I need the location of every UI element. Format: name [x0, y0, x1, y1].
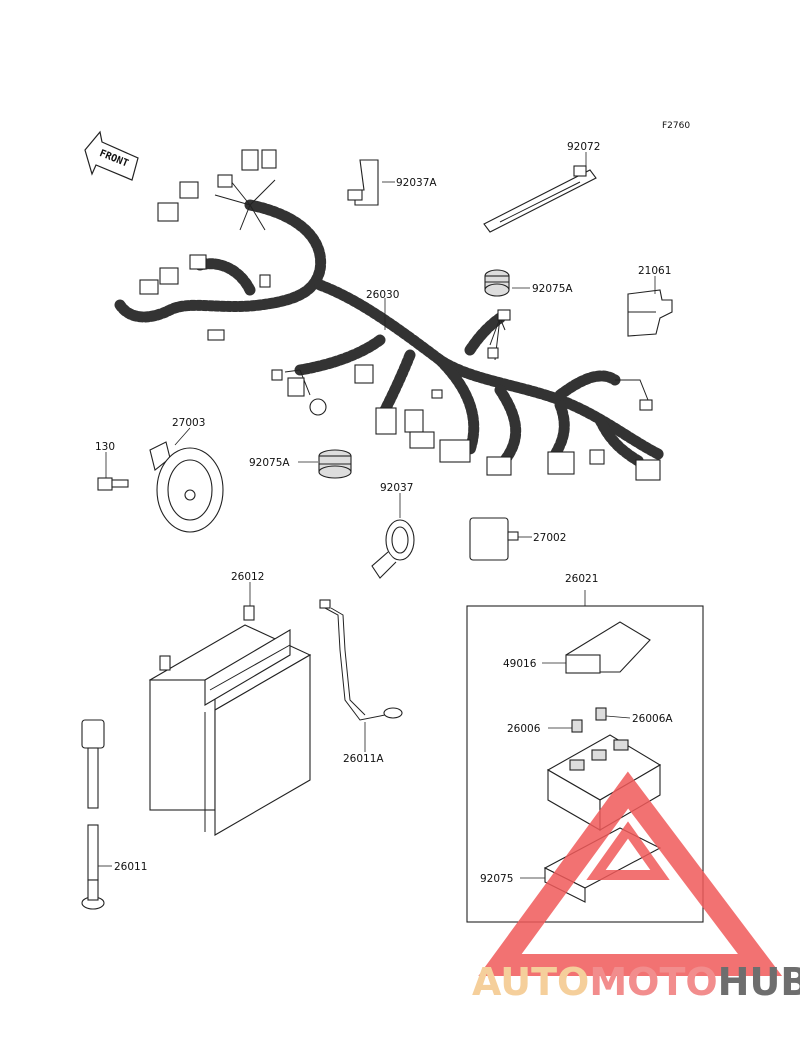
label-92075a-mid: 92075A: [249, 457, 290, 469]
label-26011a: 26011A: [343, 753, 384, 765]
fuse-26006: [571, 719, 583, 733]
relay-27002: [469, 517, 519, 561]
label-21061: 21061: [638, 265, 671, 277]
label-130: 130: [95, 441, 115, 453]
cable-26011: [81, 719, 105, 910]
band-92072: [483, 165, 597, 233]
svg-text:AUTOMOTOHUB: AUTOMOTOHUB: [472, 960, 800, 1004]
watermark-logo: AUTOMOTOHUB: [472, 771, 800, 1004]
label-92075a-top: 92075A: [532, 283, 573, 295]
label-49016: 49016: [503, 658, 537, 670]
label-27003: 27003: [172, 417, 205, 429]
label-92037: 92037: [380, 482, 413, 494]
watermark-moto: MOTO: [589, 960, 717, 1004]
cable-26011a: [319, 599, 403, 721]
label-92072: 92072: [567, 141, 600, 153]
label-26006a: 26006A: [632, 713, 673, 725]
wiring-harness: [114, 149, 666, 481]
label-26011: 26011: [114, 861, 147, 873]
bolt-130: [97, 477, 129, 491]
figure-code: F2760: [662, 121, 690, 131]
clamp-92037: [371, 519, 415, 579]
label-92037a: 92037A: [396, 177, 437, 189]
label-92075: 92075: [480, 873, 513, 885]
part-21061: [627, 289, 673, 337]
rubber-92075a-top: [484, 269, 510, 297]
label-26021: 26021: [565, 573, 598, 585]
label-26006: 26006: [507, 723, 541, 735]
watermark-hub: HUB: [718, 960, 800, 1004]
label-26030: 26030: [366, 289, 399, 301]
fuse-cover-49016: [565, 621, 651, 674]
horn-27003: [149, 441, 224, 533]
bracket-92037a: [347, 159, 379, 206]
front-arrow-icon: FRONT: [84, 130, 139, 181]
label-27002: 27002: [533, 532, 566, 544]
rubber-92075a-mid: [318, 449, 352, 479]
battery-26012: [148, 605, 312, 836]
label-26012: 26012: [231, 571, 264, 583]
warning-triangle-icon: [478, 771, 783, 976]
watermark-auto: AUTO: [472, 960, 589, 1004]
fuse-26006a: [595, 707, 607, 721]
